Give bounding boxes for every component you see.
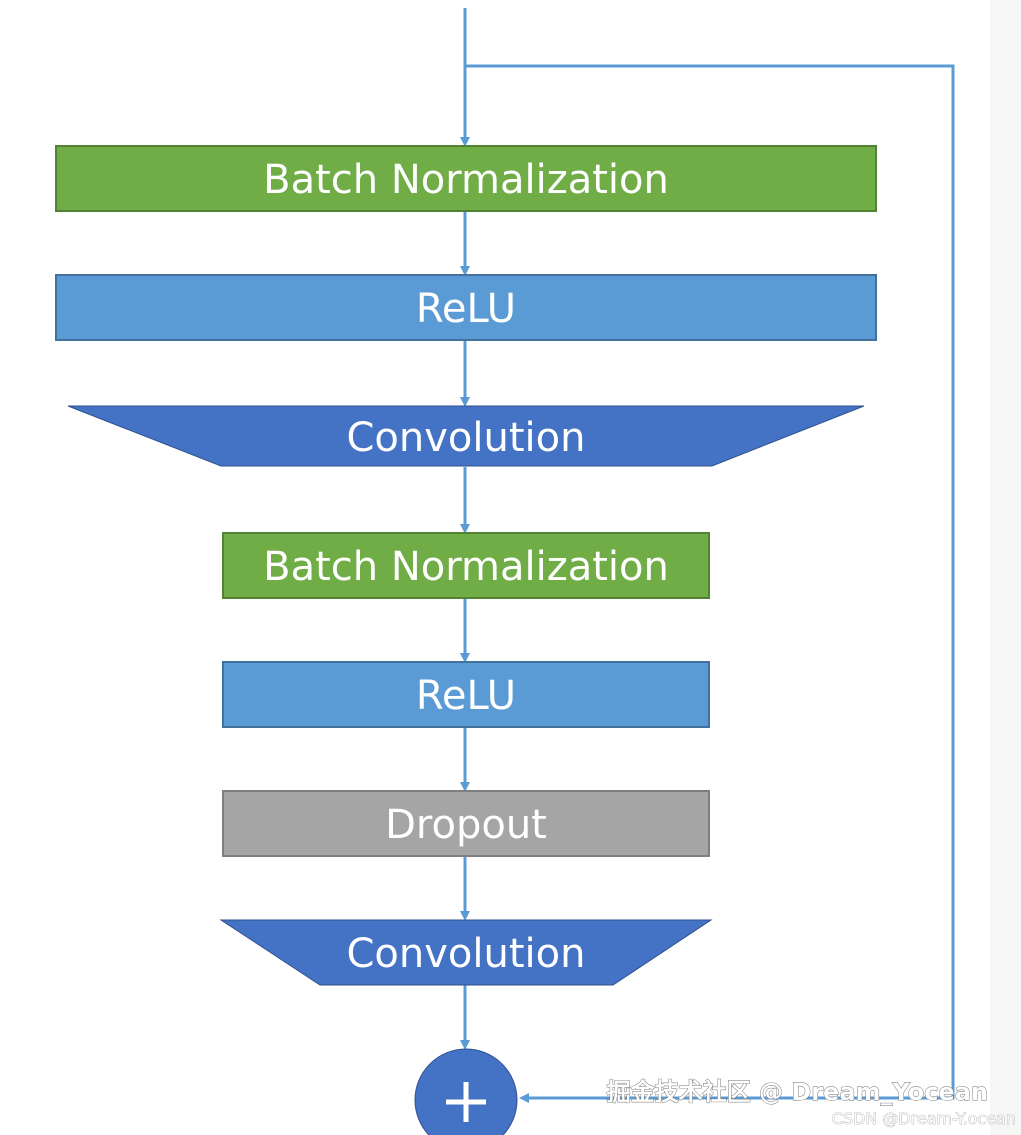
watermark-sub-text: CSDN @Dream-Y.ocean — [832, 1109, 1016, 1128]
relu-label-1: ReLU — [416, 286, 516, 332]
add-symbol: + — [462, 1095, 470, 1106]
relu-label-2: ReLU — [416, 673, 516, 719]
batch-normalization-label-1: Batch Normalization — [263, 157, 669, 203]
convolution-block-2: Convolution — [219, 919, 713, 986]
batch-normalization-label-2: Batch Normalization — [263, 544, 669, 590]
watermark: 掘金技术社区 @ Dream_Yocean CSDN @Dream-Y.ocea… — [606, 1078, 1016, 1129]
addition-node: + — [414, 1048, 518, 1135]
relu-block-1: ReLU — [55, 274, 877, 341]
skip-connection-arrow — [465, 64, 955, 1103]
relu-block-2: ReLU — [222, 661, 710, 728]
batch-normalization-block-1: Batch Normalization — [55, 145, 877, 212]
batch-normalization-block-2: Batch Normalization — [222, 532, 710, 599]
convolution-label-2: Convolution — [347, 931, 586, 977]
watermark-main-text: 掘金技术社区 @ Dream_Yocean — [607, 1078, 988, 1106]
plus-icon — [446, 1082, 486, 1122]
dropout-label: Dropout — [385, 802, 547, 848]
convolution-block-1: Convolution — [67, 405, 865, 467]
connectors — [460, 8, 955, 1103]
convolution-label-1: Convolution — [347, 415, 586, 461]
right-edge-strip — [990, 0, 1021, 1135]
dropout-block: Dropout — [222, 790, 710, 857]
